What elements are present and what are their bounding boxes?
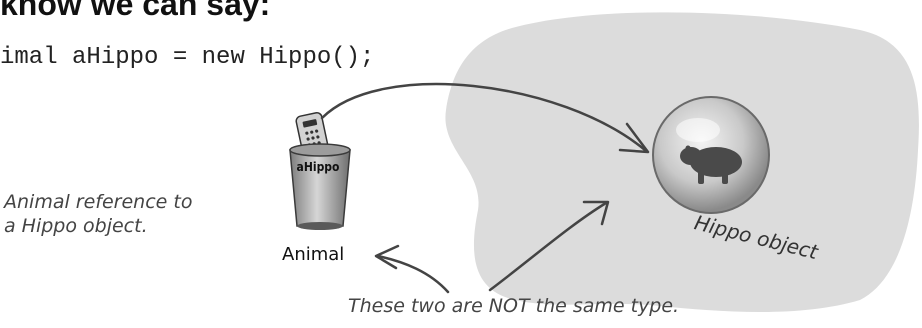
code-line: imal aHippo = new Hippo(); <box>0 44 375 71</box>
reference-arrow-head <box>618 122 650 154</box>
heading: know we can say: <box>0 0 271 22</box>
cup-icon <box>289 143 351 230</box>
object-arrow-head <box>582 200 610 226</box>
left-annotation-line-2: a Hippo object. <box>4 215 148 237</box>
object-arrow <box>488 201 608 292</box>
left-annotation-line-1: Animal reference to <box>4 191 193 213</box>
left-annotation: Animal reference to a Hippo object. <box>4 190 192 238</box>
reference-arrow <box>320 82 647 152</box>
animal-arrow <box>376 254 450 294</box>
reference-variable-label: aHippo <box>296 160 340 174</box>
bottom-annotation: These two are NOT the same type. <box>348 295 680 317</box>
hippo-object <box>652 96 770 214</box>
hippo-icon <box>680 145 742 184</box>
reference-type-label: Animal <box>282 244 345 265</box>
animal-arrow-head <box>374 244 400 270</box>
